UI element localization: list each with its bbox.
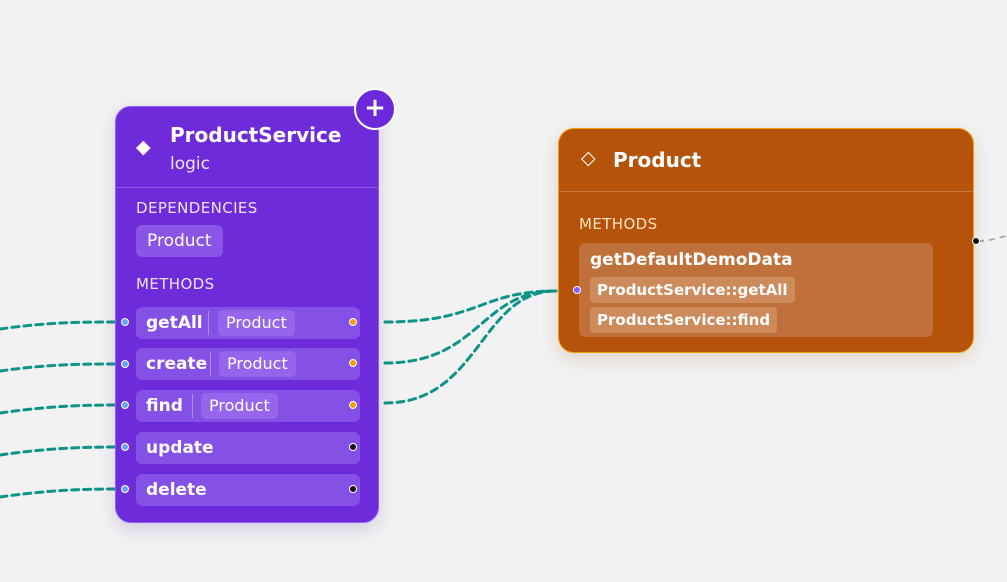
method-type-chip: Product <box>201 393 278 419</box>
method-name: create <box>146 354 208 374</box>
node-title: ProductService <box>170 123 342 147</box>
input-port-update[interactable] <box>121 443 129 451</box>
dependency-chip-product[interactable]: Product <box>136 225 223 257</box>
output-port-delete[interactable] <box>349 485 357 493</box>
reference-chip-productservice-find[interactable]: ProductService::find <box>590 307 778 333</box>
output-port-update[interactable] <box>349 443 357 451</box>
diamond-outline-icon: ◇ <box>581 147 596 169</box>
output-port-product[interactable] <box>972 237 980 245</box>
output-port-create[interactable] <box>349 359 357 367</box>
method-name: update <box>146 438 214 458</box>
add-button[interactable]: + <box>354 88 396 130</box>
output-port-getall[interactable] <box>349 318 357 326</box>
method-row-create[interactable]: create Product <box>136 348 360 380</box>
method-name: getAll <box>146 313 203 333</box>
incoming-edge-update <box>0 445 123 457</box>
incoming-edge-find <box>0 403 123 415</box>
method-type-chip: Product <box>219 351 296 377</box>
input-port-delete[interactable] <box>121 485 129 493</box>
edge-create-to-product <box>383 289 558 365</box>
method-name: find <box>146 396 183 416</box>
method-type-chip: Product <box>218 310 295 336</box>
incoming-edge-delete <box>0 487 123 499</box>
input-port-find[interactable] <box>121 401 129 409</box>
incoming-edge-create <box>0 362 123 373</box>
method-name: delete <box>146 480 207 500</box>
node-subtitle: logic <box>170 154 210 174</box>
method-row-delete[interactable]: delete <box>136 474 360 506</box>
edge-getall-to-product <box>383 289 558 324</box>
input-port-getall[interactable] <box>121 318 129 326</box>
reference-chip-productservice-getall[interactable]: ProductService::getAll <box>590 277 795 303</box>
edge-find-to-product <box>383 289 558 405</box>
outgoing-edge-right <box>977 235 1007 242</box>
input-port-getdefaultdemodata[interactable] <box>573 286 581 294</box>
method-name: getDefaultDemoData <box>590 250 793 270</box>
method-card-getdefaultdemodata[interactable]: getDefaultDemoData ProductService::getAl… <box>579 243 933 337</box>
methods-label: METHODS <box>136 275 215 293</box>
dependencies-label: DEPENDENCIES <box>136 199 258 217</box>
product-service-node[interactable]: ◆ ProductService logic DEPENDENCIES Prod… <box>115 106 379 523</box>
method-separator <box>210 352 211 376</box>
node-title: Product <box>613 148 702 172</box>
methods-label: METHODS <box>579 215 658 233</box>
product-node[interactable]: ◇ Product METHODS getDefaultDemoData Pro… <box>558 128 974 353</box>
method-separator <box>208 311 209 335</box>
method-row-getall[interactable]: getAll Product <box>136 307 360 339</box>
output-port-find[interactable] <box>349 401 357 409</box>
method-separator <box>192 394 193 418</box>
method-row-find[interactable]: find Product <box>136 390 360 422</box>
node-header: ◇ Product <box>559 129 973 192</box>
input-port-create[interactable] <box>121 360 129 368</box>
method-row-update[interactable]: update <box>136 432 360 464</box>
incoming-edge-getall <box>0 320 123 331</box>
node-header: ◆ ProductService logic <box>116 107 378 188</box>
diamond-filled-icon: ◆ <box>136 136 151 158</box>
